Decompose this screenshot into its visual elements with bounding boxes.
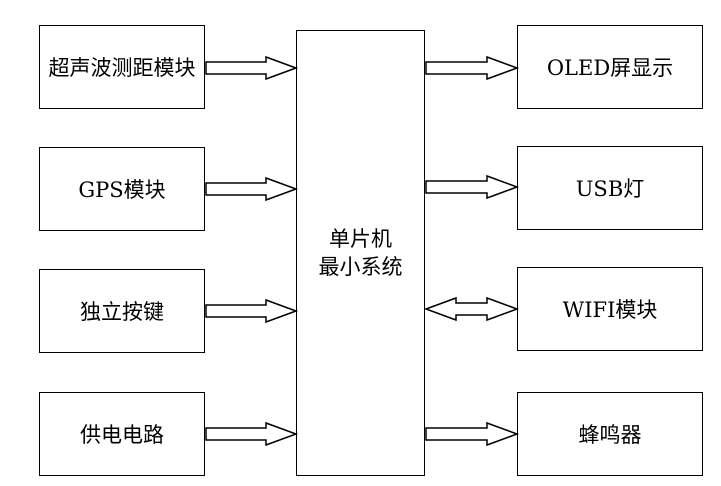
arrow-mcu-to-oled xyxy=(425,55,520,81)
module-label: 超声波测距模块 xyxy=(48,56,196,80)
module-label: OLED屏显示 xyxy=(546,56,674,80)
mcu-minimum-system: 单片机 最小系统 xyxy=(296,30,425,476)
arrow-power-to-mcu xyxy=(205,421,299,447)
arrow-gps-to-mcu xyxy=(205,176,299,202)
module-buzzer: 蜂鸣器 xyxy=(517,392,703,476)
module-label: 供电电路 xyxy=(80,423,164,447)
module-label: 蜂鸣器 xyxy=(578,423,642,447)
arrow-ultrasonic-to-mcu xyxy=(205,55,299,81)
module-label: 独立按键 xyxy=(80,300,164,324)
module-label: USB灯 xyxy=(575,177,645,201)
arrow-buttons-to-mcu xyxy=(205,298,299,324)
module-usb-light: USB灯 xyxy=(517,146,703,230)
module-oled: OLED屏显示 xyxy=(517,25,703,109)
arrow-mcu-to-usb-light xyxy=(425,174,520,200)
arrow-mcu-to-buzzer xyxy=(425,421,520,447)
module-ultrasonic: 超声波测距模块 xyxy=(39,25,205,109)
module-label: GPS模块 xyxy=(78,178,166,202)
mcu-label-line2: 最小系统 xyxy=(318,255,403,279)
arrow-mcu-wifi-bidirectional xyxy=(423,296,520,322)
module-gps: GPS模块 xyxy=(39,147,205,231)
module-power: 供电电路 xyxy=(39,392,205,476)
mcu-label-line1: 单片机 xyxy=(329,227,392,251)
module-buttons: 独立按键 xyxy=(39,269,205,353)
module-label: WIFI模块 xyxy=(562,298,658,322)
module-wifi: WIFI模块 xyxy=(517,267,703,351)
